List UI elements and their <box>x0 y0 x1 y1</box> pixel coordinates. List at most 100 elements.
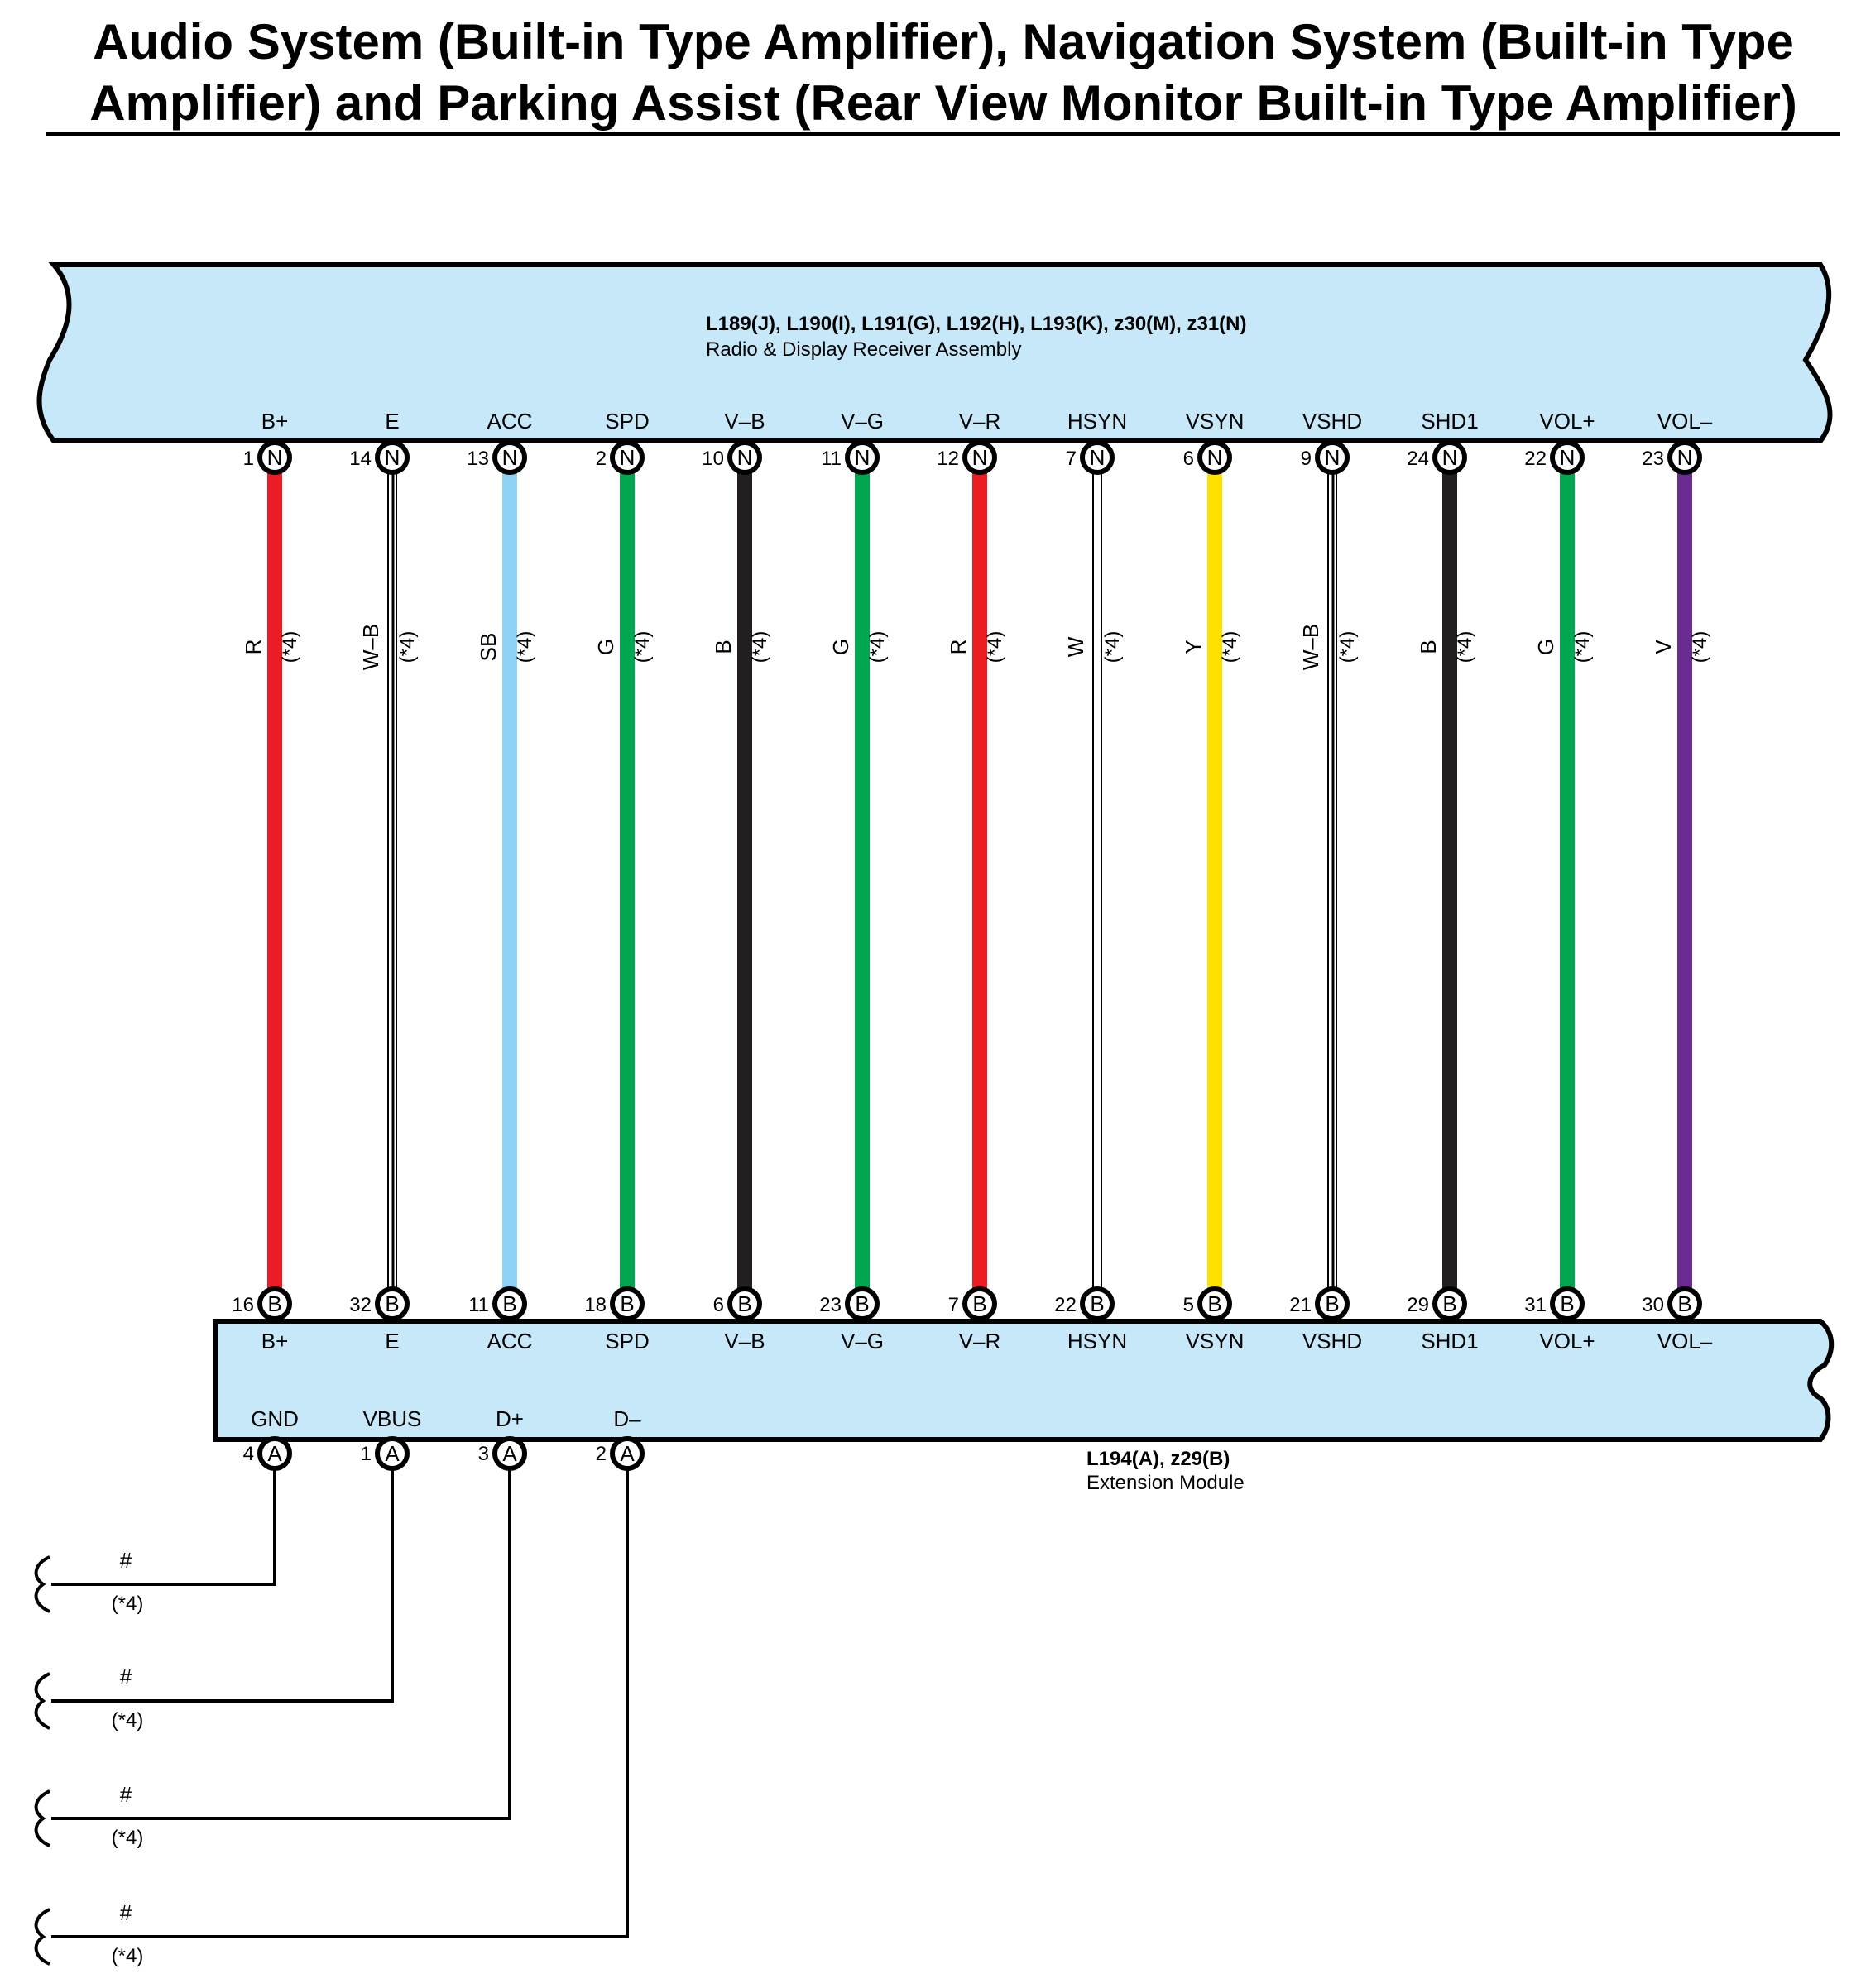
bottom-connector-pin-letter: B <box>1090 1291 1104 1316</box>
bottom-connector-pin-circle <box>845 1286 880 1321</box>
lower-wire-color-code: # <box>120 1548 132 1573</box>
top-terminal-label: B+ <box>261 409 289 434</box>
bottom-terminal-label: ACC <box>487 1329 533 1353</box>
bottom-pin-number: 21 <box>1289 1294 1312 1316</box>
wire-break-symbol <box>34 1672 50 1730</box>
top-terminal-label: V–R <box>959 409 1001 434</box>
wire-break-symbol <box>34 1789 50 1847</box>
wire-note: (*4) <box>749 631 771 663</box>
top-connector-pin-circle <box>257 440 292 475</box>
bottom-pin-number: 6 <box>713 1294 724 1316</box>
bottom-connector-pin-letter: B <box>1560 1291 1574 1316</box>
top-connector-pin-circle <box>962 440 997 475</box>
bottom-pin-number: 18 <box>584 1294 607 1316</box>
lower-wire-line <box>51 1468 629 1938</box>
lower-connector-pin-letter: A <box>502 1441 517 1466</box>
bottom-pin-number: 7 <box>948 1294 959 1316</box>
top-connector-pin-circle <box>1550 440 1585 475</box>
bottom-pin-number: 5 <box>1183 1294 1194 1316</box>
top-pin-number: 22 <box>1524 448 1547 470</box>
bottom-pin-number: 11 <box>468 1294 489 1316</box>
bottom-connector-pin-letter: B <box>855 1291 869 1316</box>
wire-note: (*4) <box>514 631 536 663</box>
lower-terminal-label: D– <box>613 1406 641 1431</box>
bottom-terminal-label: VSHD <box>1302 1329 1362 1353</box>
bottom-connector-pin-circle <box>1667 1286 1702 1321</box>
top-terminal-label: VSYN <box>1186 409 1245 434</box>
top-connector-pin-letter: N <box>385 445 400 470</box>
top-pin-number: 7 <box>1066 448 1077 470</box>
bottom-connector-pin-letter: B <box>385 1291 399 1316</box>
bottom-terminal-label: V–G <box>841 1329 884 1353</box>
lower-pin-number: 4 <box>243 1443 254 1465</box>
wire-note: (*4) <box>396 631 419 663</box>
top-connector-pin-letter: N <box>502 445 518 470</box>
wire-color-code: SB <box>476 633 501 662</box>
wire-note: (*4) <box>866 631 889 663</box>
wire-color-code: Y <box>1181 640 1206 654</box>
top-connector-pin-letter: N <box>1325 445 1341 470</box>
wire-color-code: W <box>1063 636 1088 657</box>
title-line-2: Amplifier) and Parking Assist (Rear View… <box>89 75 1797 131</box>
bottom-terminal-label: SHD1 <box>1421 1329 1478 1353</box>
lower-wire-color-code: # <box>120 1900 132 1925</box>
top-connector-pin-letter: N <box>1090 445 1106 470</box>
bottom-terminal-label: VSYN <box>1186 1329 1245 1353</box>
top-connector-pin-circle <box>1432 440 1467 475</box>
wire-note: (*4) <box>1336 631 1359 663</box>
wire-color-code: W–B <box>1298 624 1323 670</box>
bottom-pin-number: 30 <box>1642 1294 1664 1316</box>
wire-color-code: B <box>1416 640 1441 654</box>
wire-note: (*4) <box>1571 631 1594 663</box>
bottom-pin-number: 22 <box>1054 1294 1077 1316</box>
top-pin-number: 2 <box>596 448 607 470</box>
top-connector-pin-letter: N <box>1677 445 1693 470</box>
title-underline <box>46 132 1840 136</box>
top-pin-number: 6 <box>1183 448 1194 470</box>
top-connector-pin-circle <box>845 440 880 475</box>
top-pin-number: 12 <box>937 448 959 470</box>
top-connector-pin-circle <box>610 440 645 475</box>
lower-pin-number: 1 <box>361 1443 372 1465</box>
bottom-connector-pin-circle <box>1197 1286 1232 1321</box>
bottom-pin-number: 16 <box>232 1294 254 1316</box>
lower-wire-line <box>51 1468 276 1586</box>
bottom-terminal-label: B+ <box>261 1329 289 1353</box>
top-connector-pin-letter: N <box>620 445 636 470</box>
wire-break-symbol <box>34 1908 50 1966</box>
bottom-terminal-label: V–R <box>959 1329 1001 1353</box>
bottom-connector-pin-letter: B <box>972 1291 986 1316</box>
top-connector-pin-letter: N <box>1560 445 1576 470</box>
bottom-terminal-label: SPD <box>605 1329 649 1353</box>
lower-connector-pin-circle <box>375 1436 410 1471</box>
bottom-connector-pin-letter: B <box>1442 1291 1456 1316</box>
top-pin-number: 9 <box>1301 448 1312 470</box>
bottom-connector-pin-letter: B <box>1325 1291 1339 1316</box>
top-connector-pin-circle <box>727 440 762 475</box>
wire-color-code: W–B <box>358 624 383 670</box>
top-terminal-label: ACC <box>487 409 533 434</box>
bottom-pin-number: 29 <box>1407 1294 1429 1316</box>
bottom-connector-pin-circle <box>1550 1286 1585 1321</box>
bottom-terminal-label: E <box>385 1329 399 1353</box>
top-pin-number: 24 <box>1407 448 1429 470</box>
bottom-connector-pin-letter: B <box>620 1291 634 1316</box>
top-terminal-label: HSYN <box>1067 409 1127 434</box>
lower-terminal-label: GND <box>251 1406 299 1431</box>
top-connector-pin-circle <box>1080 440 1115 475</box>
wire-note: (*4) <box>1101 631 1124 663</box>
top-component-connectors: L189(J), L190(I), L191(G), L192(H), L193… <box>706 313 1246 335</box>
bottom-connector-pin-letter: B <box>1207 1291 1221 1316</box>
bottom-component-name: Extension Module <box>1086 1472 1245 1494</box>
lower-connector-pin-circle <box>492 1436 527 1471</box>
top-connector-pin-letter: N <box>972 445 988 470</box>
